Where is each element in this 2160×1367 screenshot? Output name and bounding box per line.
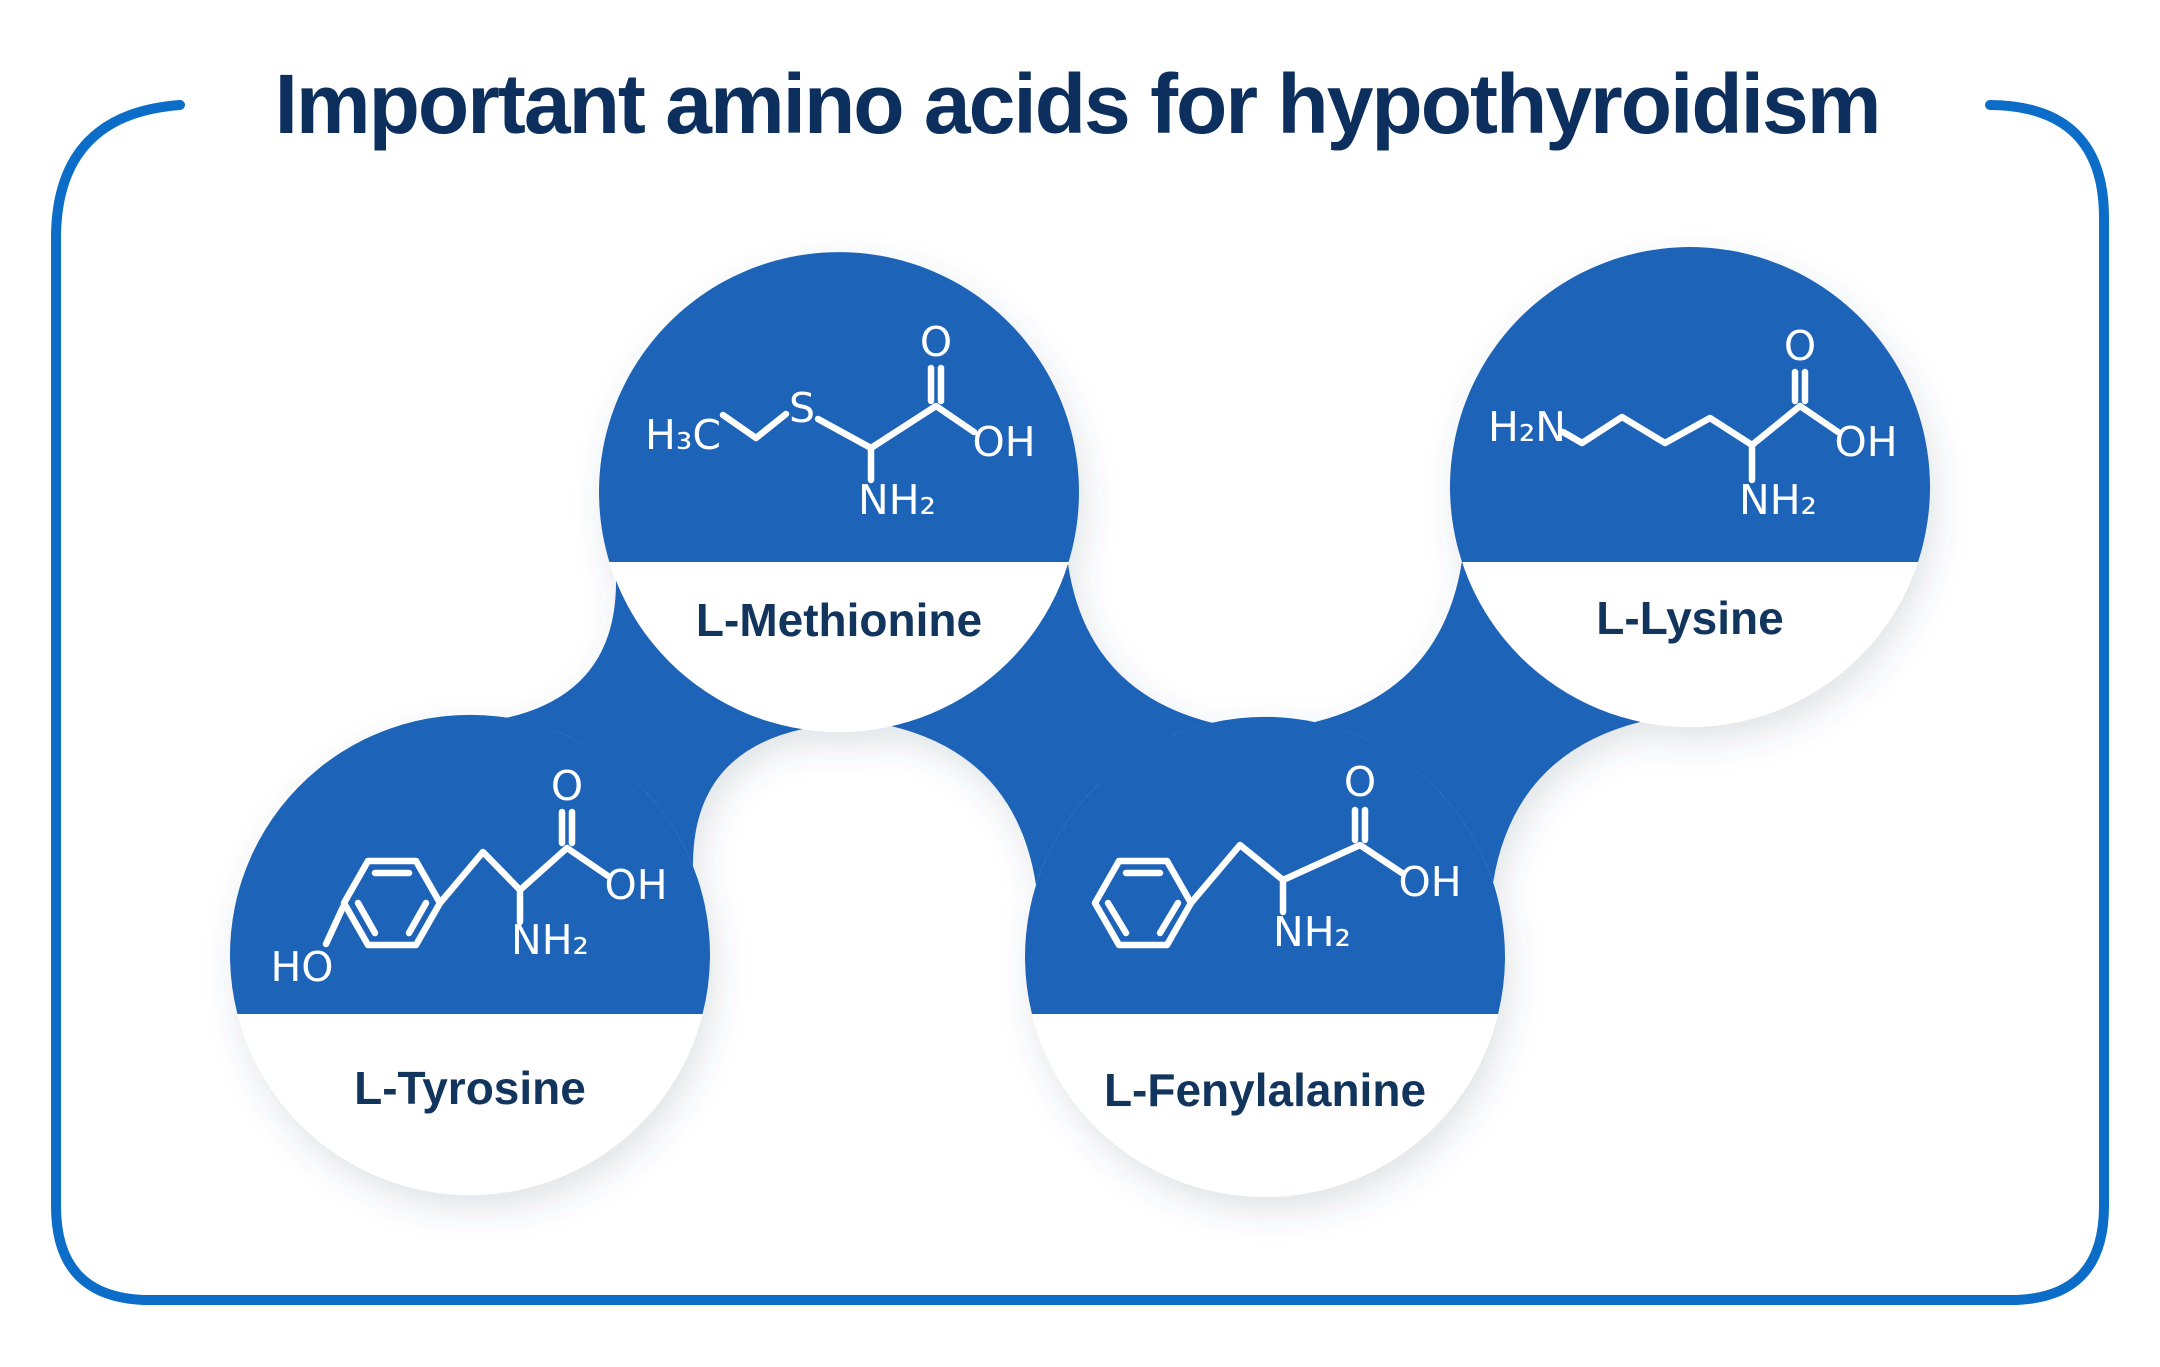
connector-tyrosine-methionine [506, 580, 803, 867]
methionine-methyl-label: H₃C [645, 411, 721, 459]
lysine-hydroxyl-label: OH [1834, 418, 1897, 466]
tyrosine-ring-hydroxyl-label: HO [270, 943, 333, 991]
lysine-terminal-amine-label: H₂N [1488, 403, 1566, 451]
fenylalanine-structure-icon [1091, 806, 1406, 949]
lysine-amine-label: NH₂ [1739, 476, 1817, 524]
methionine-structure-icon [719, 364, 978, 484]
lysine-oxygen-label: O [1784, 322, 1816, 370]
fenylalanine-amine-label: NH₂ [1273, 908, 1351, 956]
frame-border [51, 100, 2109, 1305]
fenylalanine-hydroxyl-label: OH [1398, 858, 1461, 906]
tyrosine-label: L-Tyrosine [354, 1062, 586, 1114]
lysine-circle-top [1450, 247, 1931, 562]
tyrosine-structure-icon [322, 808, 612, 949]
connector-methionine-fenylalanine [891, 564, 1213, 885]
methionine-amine-label: NH₂ [858, 476, 936, 524]
lysine-structure-icon [1559, 368, 1842, 484]
methionine-circle-top [599, 252, 1079, 562]
tyrosine-hydroxyl-label: OH [604, 861, 667, 909]
methionine-label: L-Methionine [696, 594, 982, 646]
tyrosine-amine-label: NH₂ [511, 916, 589, 964]
connector-fenylalanine-lysine [1315, 561, 1640, 883]
methionine-oxygen-label: O [920, 318, 952, 366]
fenylalanine-label: L-Fenylalanine [1104, 1064, 1426, 1116]
lysine-label: L-Lysine [1596, 592, 1783, 644]
methionine-hydroxyl-label: OH [972, 418, 1035, 466]
page-title: Important amino acids for hypothyroidism [275, 57, 1880, 151]
tyrosine-oxygen-label: O [551, 762, 583, 810]
methionine-sulfur-label: S [789, 384, 815, 432]
fenylalanine-oxygen-label: O [1344, 758, 1376, 806]
